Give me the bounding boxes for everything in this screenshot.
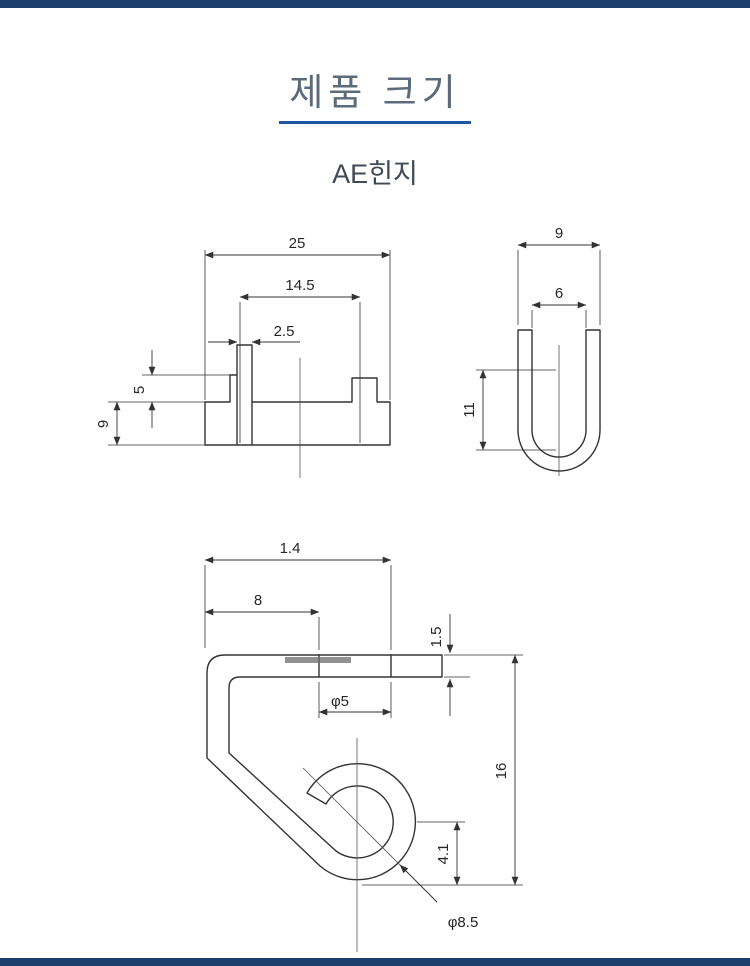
- title-underline: [279, 121, 471, 124]
- dim-overall-height: 16: [493, 763, 510, 780]
- front-extension-lines: [108, 250, 391, 446]
- dim-hole-dia: φ5: [331, 693, 349, 710]
- dim-base-height: 9: [95, 420, 112, 428]
- side-view-drawing: 9 6 11: [461, 225, 601, 476]
- page-title: 제품 크기: [289, 72, 461, 113]
- dim-hook-drop: 4.1: [435, 844, 452, 865]
- hook-view-drawing: 1.4 8 φ5 1.5 16 4.1 φ8.5: [204, 540, 523, 952]
- hook-weld-band: [285, 657, 351, 663]
- dim-left-offset: 8: [254, 592, 262, 609]
- dim-depth: 11: [461, 402, 478, 418]
- hook-extension-lines: [204, 565, 523, 886]
- dim-pin-width: 2.5: [274, 323, 295, 340]
- product-subtitle: AE힌지: [332, 159, 418, 189]
- dim-inner-width: 6: [555, 285, 563, 302]
- dim-tab-spacing: 14.5: [285, 277, 314, 294]
- dim-step-height: 5: [131, 386, 148, 394]
- dim-outer-width: 9: [555, 225, 563, 242]
- dim-top-width: 1.4: [280, 540, 301, 557]
- front-profile-outline: [204, 344, 391, 446]
- bottom-accent-bar: [0, 958, 750, 966]
- top-accent-bar: [0, 0, 750, 8]
- front-view-drawing: 25 14.5 2.5 5 9: [95, 235, 391, 478]
- hook-outline: [206, 654, 443, 881]
- dim-hook-dia: φ8.5: [448, 914, 479, 931]
- dim-overall-width: 25: [289, 235, 306, 252]
- side-extension-lines: [476, 250, 601, 451]
- leader-phi8-5: [399, 864, 438, 903]
- dim-plate-thickness: 1.5: [428, 627, 445, 648]
